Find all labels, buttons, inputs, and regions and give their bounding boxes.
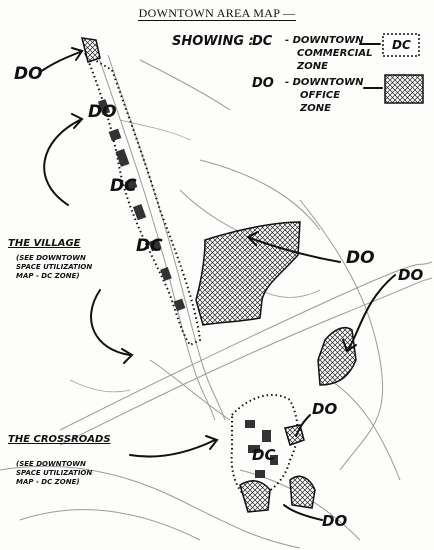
legend-do-desc-1: - DOWNTOWN [285,77,364,88]
label-do-bottom: DO [322,512,348,530]
label-do-cross: DO [312,400,338,418]
arrow-do-top [39,51,81,73]
village-buildings [97,99,186,312]
legend-dc-code: DC [252,34,273,49]
legend-do-code: DO [252,76,274,91]
legend-do-desc-3: ZONE [300,103,331,114]
arrow-crossroads [129,439,216,458]
crossroads-note-line-3: MAP - DC ZONE) [16,478,80,486]
label-dc-mid: DC [110,176,137,196]
arrow-do-far-east [347,274,396,351]
do-zones [81,37,357,513]
arrows [39,43,396,521]
do-zone-village-east [195,221,301,326]
arrow-do-north [43,119,81,206]
village-note: (SEE DOWNTOWN SPACE UTILIZATION MAP - DC… [16,254,96,281]
do-zone-east [317,327,357,386]
label-dc-cross: DC [252,446,276,464]
legend-dc-desc-1: - DOWNTOWN [285,35,364,46]
do-zone-crossroads-3 [289,475,316,509]
map-title: DOWNTOWN AREA MAP — [0,6,434,21]
do-zone-crossroads-2 [239,480,271,513]
do-zone-crossroads-1 [284,424,305,446]
arrow-do-bottom [283,504,323,521]
label-the-crossroads: THE CROSSROADS [8,434,111,445]
legend-dc-box-label: DC [392,38,411,52]
crossroads-note: (SEE DOWNTOWN SPACE UTILIZATION MAP - DC… [16,460,106,487]
label-do-far-east: DO [398,266,424,284]
arrow-do-cross [295,414,311,437]
label-do-top: DO [14,64,43,84]
crossroads-note-line-2: SPACE UTILIZATION [16,469,93,477]
crossroads-note-line-1: (SEE DOWNTOWN [16,460,86,468]
arrow-do-east [249,237,341,263]
crossroads-buildings [245,420,278,478]
arrow-village [90,289,131,356]
map-title-text: DOWNTOWN AREA MAP — [137,6,297,21]
village-note-line-2: SPACE UTILIZATION [16,263,93,271]
legend-do-desc-2: OFFICE [300,90,341,101]
label-do-east: DO [346,248,375,268]
legend-do-swatch [384,74,424,104]
label-do-north: DO [88,102,117,122]
do-zone-north [81,37,101,63]
village-note-line-1: (SEE DOWNTOWN [16,254,86,262]
legend-dc-desc-2: COMMERCIAL [297,48,373,59]
legend-dc-swatch [382,33,420,57]
label-dc-lower: DC [136,236,163,256]
legend-dc-desc-3: ZONE [297,61,328,72]
label-the-village: THE VILLAGE [8,238,81,249]
legend-showing: SHOWING : [172,34,254,49]
crossroads-dc-boundary [230,394,299,502]
village-note-line-3: MAP - DC ZONE) [16,272,80,280]
